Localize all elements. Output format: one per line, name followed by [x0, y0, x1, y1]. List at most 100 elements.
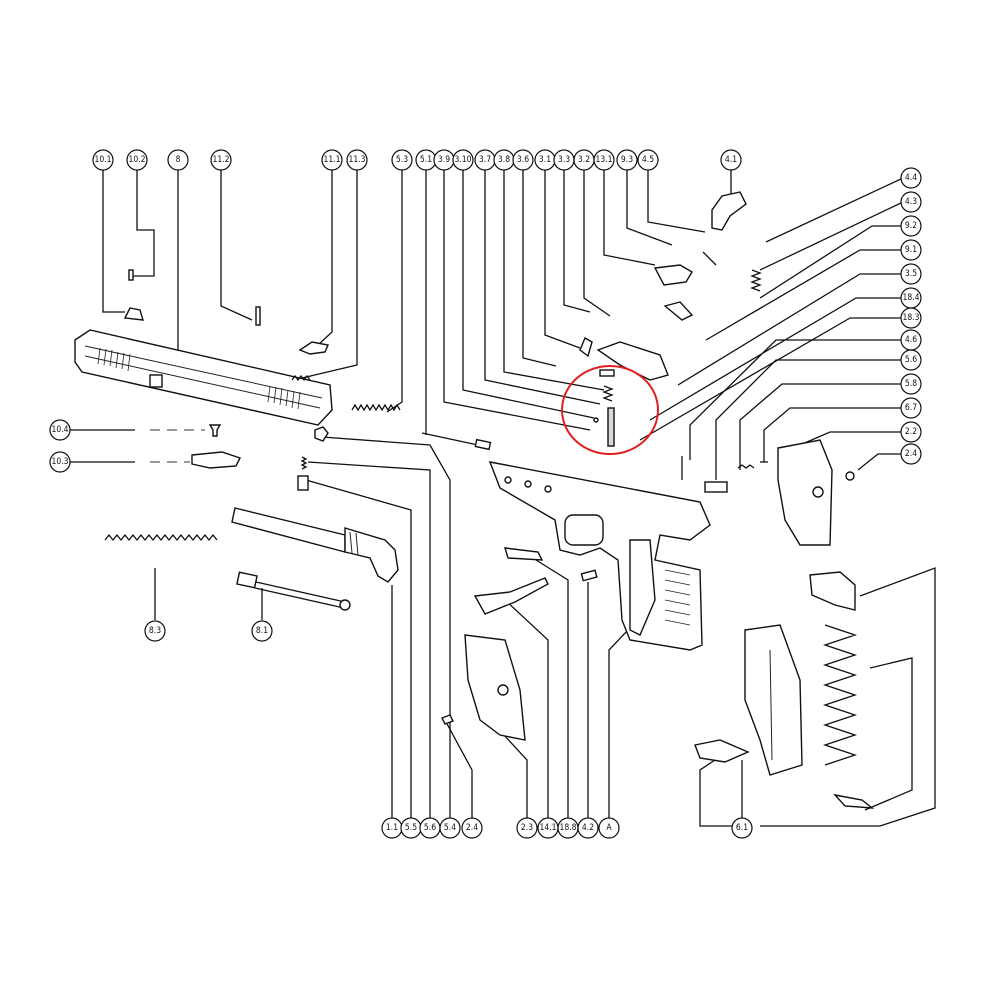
svg-text:5.6: 5.6	[424, 823, 436, 833]
svg-text:14.1: 14.1	[539, 823, 556, 833]
grip-screw-right	[845, 471, 855, 481]
svg-text:18.8: 18.8	[559, 823, 576, 833]
leader-11-3	[301, 170, 358, 379]
spring-11-3	[291, 374, 311, 382]
callout-5-1: 5.1	[415, 149, 437, 171]
leader-18-4	[649, 297, 903, 421]
leader-3-2	[583, 170, 611, 317]
callout-9-2: 9.2	[900, 215, 922, 237]
svg-text:9.3: 9.3	[621, 155, 633, 165]
svg-text:4.6: 4.6	[905, 335, 917, 345]
callout-5-6-bottom: 5.6	[419, 817, 441, 839]
leader-4-4	[765, 177, 904, 243]
leader-2-4-right	[857, 453, 903, 471]
svg-text:A: A	[606, 823, 612, 833]
callout-6-7: 6.7	[900, 397, 922, 419]
callout-6-1: 6.1	[731, 817, 753, 839]
svg-text:3.1: 3.1	[539, 155, 551, 165]
svg-text:2.2: 2.2	[905, 427, 917, 437]
leader-5-6-right	[715, 359, 903, 480]
svg-text:3.10: 3.10	[454, 155, 471, 165]
spring-4-3	[750, 269, 762, 292]
svg-text:6.1: 6.1	[736, 823, 748, 833]
svg-text:2.4: 2.4	[466, 823, 478, 833]
leader-2-2	[799, 431, 903, 446]
leader-6-1-follower	[699, 759, 743, 827]
leader-4-5	[647, 170, 706, 233]
leader-9-2	[759, 225, 903, 299]
lever-part	[663, 301, 694, 321]
callout-3-6: 3.6	[512, 149, 534, 171]
leader-lines	[70, 170, 936, 827]
slide-stop-part	[504, 547, 544, 561]
callout-4-2: 4.2	[577, 817, 599, 839]
leader-5-5	[305, 479, 412, 818]
grip-screw-bottom	[441, 714, 454, 725]
svg-text:8.1: 8.1	[256, 626, 268, 636]
callout-5-8: 5.8	[900, 373, 922, 395]
svg-text:3.5: 3.5	[905, 269, 917, 279]
recoil-spring-8-3	[104, 533, 218, 542]
circled-parts-group	[593, 369, 615, 447]
leader-3-5	[677, 273, 903, 386]
leader-5-3	[386, 170, 403, 413]
sear-part	[653, 264, 693, 286]
leader-18-8	[535, 559, 569, 818]
svg-text:13.1: 13.1	[595, 155, 612, 165]
leader-11-1	[317, 170, 333, 346]
part-5-4	[314, 426, 329, 442]
screw-10-4	[208, 424, 222, 437]
guide-rod-part	[236, 571, 351, 611]
callout-4-4: 4.4	[900, 167, 922, 189]
svg-text:18.4: 18.4	[902, 293, 919, 303]
pin-10-2	[128, 269, 134, 281]
callout-2-3: 2.3	[516, 817, 538, 839]
parts	[74, 191, 875, 809]
leader-A	[608, 629, 629, 818]
svg-text:9.1: 9.1	[905, 245, 917, 255]
svg-text:5.3: 5.3	[396, 155, 408, 165]
svg-text:5.4: 5.4	[444, 823, 456, 833]
spring-5-3	[351, 403, 401, 412]
callout-3-2: 3.2	[573, 149, 595, 171]
leader-9-1	[705, 249, 903, 341]
callout-4-3: 4.3	[900, 191, 922, 213]
firing-pin-part	[421, 432, 492, 451]
spring-5-6	[300, 456, 308, 470]
svg-text:4.5: 4.5	[642, 155, 654, 165]
slide-part	[74, 329, 333, 426]
callout-labels: 10.1 10.2 8 11.2 11.1 11.3 5.3 5.1 3.9 3…	[49, 149, 922, 839]
svg-text:10.1: 10.1	[94, 155, 111, 165]
callout-8: 8	[167, 149, 189, 171]
callout-5-6-right: 5.6	[900, 349, 922, 371]
svg-text:3.8: 3.8	[498, 155, 510, 165]
callout-8-1: 8.1	[251, 620, 273, 642]
leader-13-1	[603, 170, 656, 266]
svg-text:5.8: 5.8	[905, 379, 917, 389]
frame-part	[488, 461, 711, 651]
svg-text:4.4: 4.4	[905, 173, 917, 183]
leader-3-10	[462, 170, 595, 419]
svg-text:6.7: 6.7	[905, 403, 917, 413]
callout-4-5: 4.5	[637, 149, 659, 171]
highlight-circle	[561, 365, 659, 455]
pin-4-2	[580, 569, 598, 582]
pin-9-2	[702, 251, 717, 266]
callout-3-9: 3.9	[433, 149, 455, 171]
callout-3-5: 3.5	[900, 263, 922, 285]
magazine-part	[744, 624, 803, 776]
leader-3-8	[503, 170, 605, 391]
leader-4-6	[689, 339, 903, 460]
svg-text:3.6: 3.6	[517, 155, 529, 165]
leader-14-1	[504, 599, 549, 818]
leader-10-1	[102, 170, 125, 313]
callout-10-3: 10.3	[49, 451, 71, 473]
svg-text:11.1: 11.1	[323, 155, 340, 165]
leader-6-1-bracket	[760, 567, 936, 827]
leader-6-1-spring	[864, 657, 913, 811]
magazine-spring-part	[822, 624, 858, 766]
leader-9-3	[626, 170, 673, 246]
callout-11-1: 11.1	[321, 149, 343, 171]
svg-text:1.1: 1.1	[386, 823, 398, 833]
